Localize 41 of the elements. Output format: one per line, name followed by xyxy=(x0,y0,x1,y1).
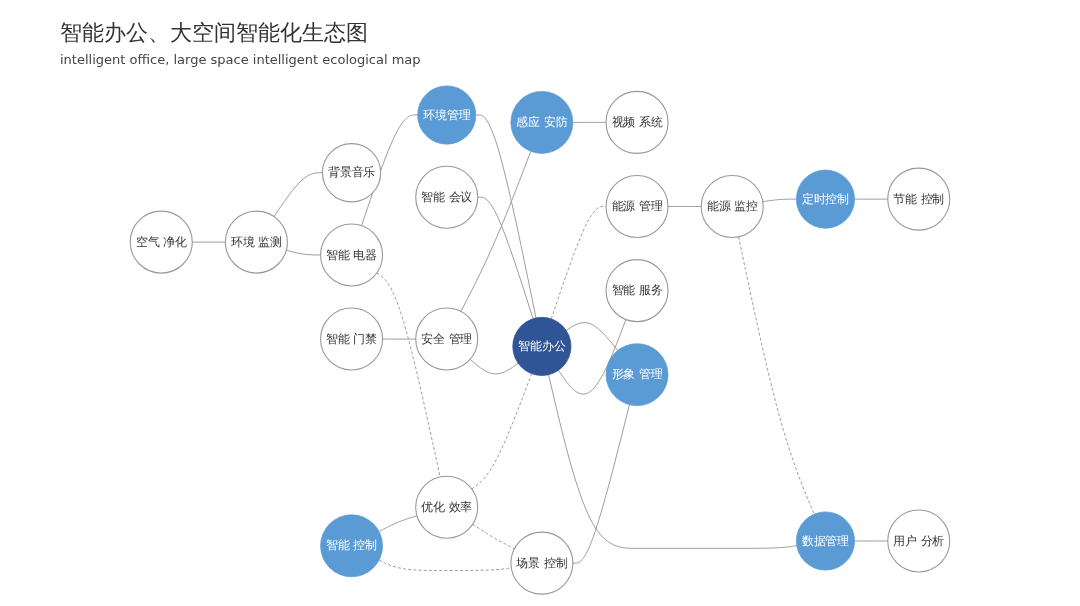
title: 智能办公、大空间智能化生态图 xyxy=(60,19,369,47)
node-circle: 智能 电器 xyxy=(320,223,384,287)
node-circle: 定时控制 xyxy=(796,169,855,229)
connector xyxy=(475,114,537,319)
connector xyxy=(558,319,627,395)
node-circle: 数据管理 xyxy=(796,511,855,571)
node-circle: 智能 服务 xyxy=(605,259,669,323)
connector xyxy=(565,322,619,351)
connector xyxy=(548,374,798,549)
node-circle: 智能 控制 xyxy=(320,514,383,578)
node-circle: 场景 控制 xyxy=(510,531,574,595)
connector xyxy=(378,559,512,571)
node-circle: 形象 管理 xyxy=(605,343,669,407)
node-circle: 背景音乐 xyxy=(321,143,382,203)
subtitle: intelligent office, large space intelligent ecological map xyxy=(60,52,421,67)
node-circle: 能源 监控 xyxy=(700,174,764,239)
node-circle: 智能办公 xyxy=(512,316,572,376)
node-circle: 环境管理 xyxy=(417,85,477,145)
node-circle: 优化 效率 xyxy=(415,475,479,539)
node-circle: 环境 监测 xyxy=(224,210,288,274)
node-circle: 空气 净化 xyxy=(129,210,193,274)
node-circle: 节能 控制 xyxy=(887,167,951,231)
connector xyxy=(550,206,607,320)
node-circle: 能源 管理 xyxy=(605,174,669,239)
connector xyxy=(376,272,441,478)
connector xyxy=(762,198,797,203)
node-circle: 智能 会议 xyxy=(415,165,479,229)
connector xyxy=(460,150,532,312)
node-circle: 视频 系统 xyxy=(605,90,669,154)
connector xyxy=(471,373,533,490)
connector xyxy=(477,196,534,320)
node-circle: 感应 安防 xyxy=(510,91,574,154)
connector xyxy=(572,404,630,564)
node-circle: 安全 管理 xyxy=(415,307,479,371)
connector xyxy=(572,121,607,123)
connector xyxy=(378,515,418,532)
connector xyxy=(469,358,519,375)
connector xyxy=(273,172,323,217)
node-circle: 用户 分析 xyxy=(887,509,951,573)
node-circle: 智能 门禁 xyxy=(320,307,384,371)
connector xyxy=(738,236,815,515)
